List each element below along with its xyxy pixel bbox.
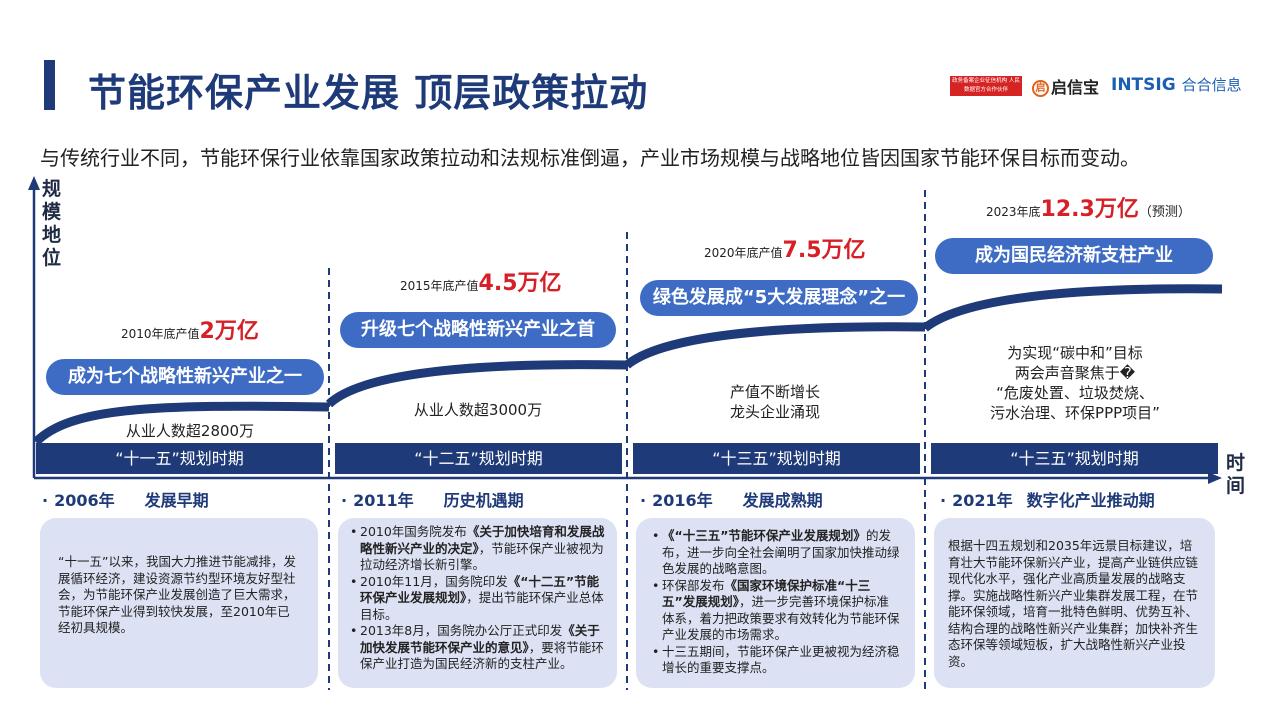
carbon-neutral-note: 为实现“碳中和”目标两会声音聚焦于�“危废处置、垃圾焚烧、污水治理、环保PPP项… — [990, 344, 1160, 422]
card-2016: 《“十三五”节能环保产业发展规划》的发布，进一步向全社会阐明了国家加快推动绿色发… — [636, 518, 915, 688]
milestone-pill-3: 绿色发展成“5大发展理念”之一 — [640, 280, 918, 316]
era-heading-2016: ·2016年发展成熟期 — [640, 491, 823, 510]
policy-item: 2010年11月，国务院印发《“十二五”节能环保产业发展规划》，提出节能环保产业… — [350, 574, 605, 624]
growth-curve-4 — [922, 284, 1223, 332]
era-heading-2006: ·2006年发展早期 — [42, 491, 209, 510]
output-value-2020: 2020年底产值7.5万亿 — [704, 238, 866, 263]
period-bar-14th: “十三五”规划时期 — [931, 443, 1218, 474]
period-bar-11th: “十一五”规划时期 — [36, 443, 323, 474]
policy-item: 2010年国务院发布《关于加快培育和发展战略性新兴产业的决定》，节能环保产业被视… — [350, 524, 605, 574]
growth-curve-3 — [624, 322, 926, 369]
title-accent-bar — [44, 60, 55, 110]
growth-note-2020: 产值不断增长龙头企业涌现 — [729, 383, 820, 421]
policy-item: 环保部发布《国家环境保护标准“十三五”发展规划》，进一步完善环境保护标准体系，着… — [652, 578, 901, 644]
milestone-pill-2: 升级七个战略性新兴产业之首 — [340, 312, 616, 348]
red-seal-logo: 政务备案企业征信机构 人民数据官方合作伙伴 — [950, 76, 1022, 96]
era-heading-2011: ·2011年历史机遇期 — [341, 491, 524, 510]
period-bar-13th: “十三五”规划时期 — [633, 443, 920, 474]
page-subtitle: 与传统行业不同，节能环保行业依靠国家政策拉动和法规标准倒逼，产业市场规模与战略地… — [40, 146, 1140, 170]
policy-item: 十三五期间，节能环保产业更被视为经济稳增长的重要支撑点。 — [652, 644, 901, 677]
card-2006: “十一五”以来，我国大力推进节能减排，发展循环经济，建设资源节约型环境友好型社会… — [40, 518, 318, 688]
card-2006-text: “十一五”以来，我国大力推进节能减排，发展循环经济，建设资源节约型环境友好型社会… — [58, 554, 296, 635]
policy-item: 2013年8月，国务院办公厅正式印发《关于加快发展节能环保产业的意见》，要将节能… — [350, 623, 605, 673]
card-2011: 2010年国务院发布《关于加快培育和发展战略性新兴产业的决定》，节能环保产业被视… — [338, 518, 617, 688]
page-title: 节能环保产业发展 顶层政策拉动 — [88, 71, 649, 115]
employment-2010: 从业人数超2800万 — [125, 422, 255, 440]
intsig-logo: INTSIG 合合信息 — [1111, 75, 1242, 95]
policy-item: 《“十三五”节能环保产业发展规划》的发布，进一步向全社会阐明了国家加快推动绿色发… — [652, 528, 901, 578]
period-bar-12th: “十二五”规划时期 — [335, 443, 622, 474]
era-heading-2021: ·2021年数字化产业推动期 — [940, 491, 1155, 510]
growth-curve-1 — [32, 401, 330, 446]
qixinbao-logo: 启启信宝 — [1032, 74, 1099, 98]
milestone-pill-4: 成为国民经济新支柱产业 — [935, 238, 1213, 274]
employment-2015: 从业人数超3000万 — [413, 401, 543, 419]
output-value-2015: 2015年底产值4.5万亿 — [400, 271, 562, 296]
y-axis-arrow-icon — [28, 176, 40, 190]
y-axis-label: 规模地位 — [42, 178, 62, 269]
x-axis-label: 时间 — [1226, 452, 1246, 497]
output-value-2010: 2010年底产值2万亿 — [121, 319, 259, 344]
milestone-pill-1: 成为七个战略性新兴产业之一 — [46, 359, 324, 395]
growth-curve-2 — [325, 360, 628, 408]
card-2021-text: 根据十四五规划和2035年远景目标建议，培育壮大节能环保新兴产业，提高产业链供应… — [948, 538, 1199, 669]
qixinbao-badge-icon: 启 — [1032, 80, 1049, 97]
x-axis-arrow-icon — [1208, 472, 1222, 484]
card-2021: 根据十四五规划和2035年远景目标建议，培育壮大节能环保新兴产业，提高产业链供应… — [934, 518, 1215, 688]
output-value-2023: 2023年底12.3万亿（预测） — [986, 197, 1191, 222]
